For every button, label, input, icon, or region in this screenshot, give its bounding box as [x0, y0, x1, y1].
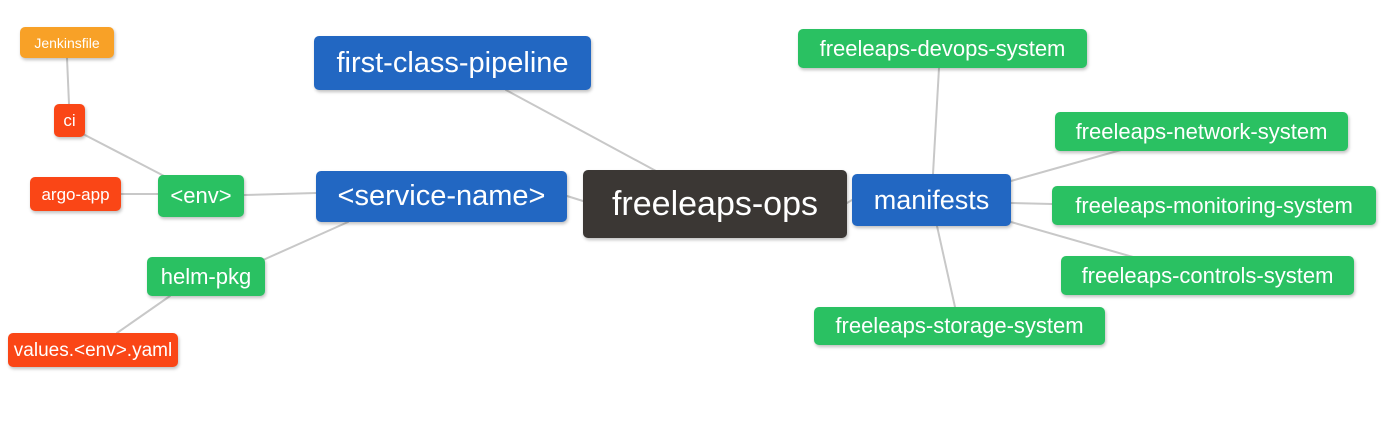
edge-manifests-to-freeleaps-controls-system	[1010, 221, 1134, 258]
edge-service-name-to-freeleaps-ops	[566, 195, 584, 202]
node-first-class-pipeline[interactable]: first-class-pipeline	[314, 36, 591, 90]
node-service-name[interactable]: <service-name>	[316, 171, 567, 222]
node-ci[interactable]: ci	[54, 104, 85, 137]
edge-freeleaps-ops-to-manifests	[846, 199, 853, 204]
edge-manifests-to-freeleaps-monitoring-system	[1010, 202, 1053, 205]
edge-manifests-to-freeleaps-storage-system	[936, 225, 956, 308]
node-freeleaps-monitoring-system[interactable]: freeleaps-monitoring-system	[1052, 186, 1376, 225]
edge-env-to-service-name	[243, 192, 317, 196]
node-freeleaps-network-system[interactable]: freeleaps-network-system	[1055, 112, 1348, 151]
edge-manifests-to-freeleaps-devops-system	[932, 67, 940, 175]
node-jenkinsfile[interactable]: Jenkinsfile	[20, 27, 114, 58]
node-freeleaps-controls-system[interactable]: freeleaps-controls-system	[1061, 256, 1354, 295]
edge-jenkinsfile-to-ci	[66, 57, 70, 105]
node-argo-app[interactable]: argo-app	[30, 177, 121, 211]
node-freeleaps-storage-system[interactable]: freeleaps-storage-system	[814, 307, 1105, 345]
node-values-env-yaml[interactable]: values.<env>.yaml	[8, 333, 178, 367]
edge-helm-pkg-to-service-name	[262, 221, 349, 261]
edge-manifests-to-freeleaps-network-system	[1010, 149, 1122, 182]
node-freeleaps-ops[interactable]: freeleaps-ops	[583, 170, 847, 238]
node-helm-pkg[interactable]: helm-pkg	[147, 257, 265, 296]
edge-ci-to-env	[82, 133, 167, 178]
node-manifests[interactable]: manifests	[852, 174, 1011, 226]
node-env[interactable]: <env>	[158, 175, 244, 217]
node-freeleaps-devops-system[interactable]: freeleaps-devops-system	[798, 29, 1087, 68]
edge-first-class-pipeline-to-freeleaps-ops	[505, 89, 657, 172]
edge-values-env-yaml-to-helm-pkg	[116, 295, 171, 334]
